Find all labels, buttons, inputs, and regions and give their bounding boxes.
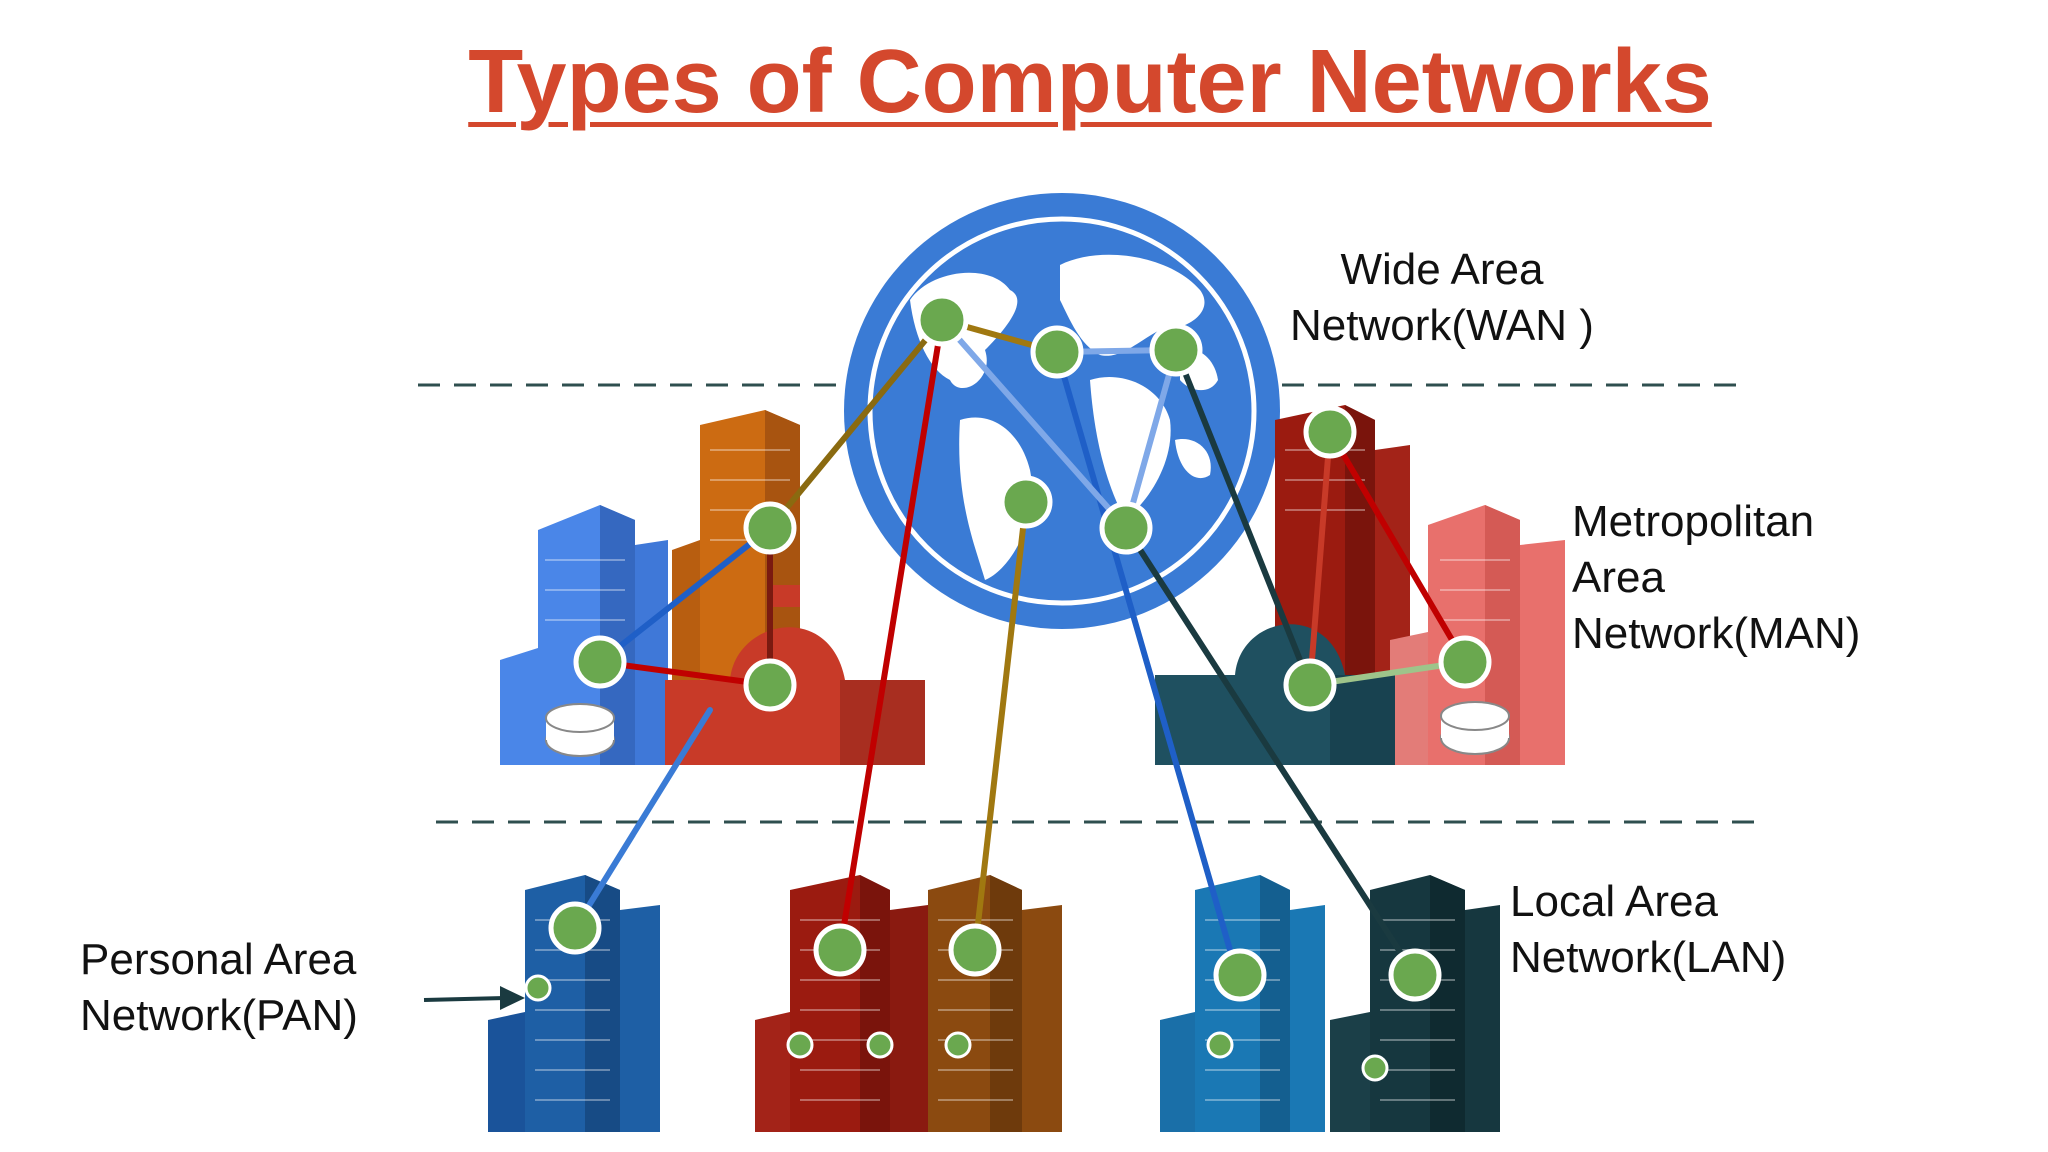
node-icon	[524, 974, 552, 1002]
node-icon	[915, 293, 969, 347]
node-icon	[1149, 323, 1203, 377]
link-lan	[972, 499, 1029, 953]
router-icon	[545, 703, 615, 757]
pan-label-line2: Network(PAN)	[80, 991, 358, 1040]
page-title: Types of Computer Networks	[468, 32, 1712, 132]
router-icon	[1440, 701, 1510, 755]
globe-icon	[844, 193, 1280, 629]
node-icon	[1388, 948, 1442, 1002]
man-left-buildings	[500, 410, 925, 765]
link-man	[1307, 429, 1333, 688]
man-label-line2: Area	[1572, 553, 1665, 602]
pan-label: Personal Area Network(PAN)	[80, 932, 358, 1044]
node-icon	[999, 475, 1053, 529]
node-icon	[786, 1031, 814, 1059]
lan-building-cyan	[1160, 875, 1325, 1132]
building-icon	[1390, 505, 1565, 765]
man-label: Metropolitan Area Network(MAN)	[1572, 494, 1860, 662]
lan-building-red	[755, 875, 928, 1132]
link-man	[767, 317, 945, 531]
link-man	[1173, 347, 1313, 688]
wan-label: Wide Area Network(WAN )	[1290, 242, 1594, 354]
node-icon	[1213, 948, 1267, 1002]
building-icon	[1155, 624, 1395, 765]
arrow-icon	[423, 986, 525, 1010]
pan-label-line1: Personal Area	[80, 935, 357, 984]
node-icon	[1303, 405, 1357, 459]
wan-label-line2: Network(WAN )	[1290, 301, 1594, 350]
building-windows	[535, 449, 1510, 1101]
link-lan	[572, 707, 713, 931]
node-icon	[866, 1031, 894, 1059]
network-nodes	[524, 293, 1492, 1082]
link-man	[1123, 347, 1179, 531]
man-label-line1: Metropolitan	[1572, 497, 1815, 546]
node-icon	[573, 635, 627, 689]
node-icon	[1099, 501, 1153, 555]
lan-label-line1: Local Area	[1510, 877, 1718, 926]
link-lan	[837, 317, 945, 953]
node-icon	[1030, 325, 1084, 379]
building-icon	[500, 505, 668, 765]
node-icon	[548, 901, 602, 955]
node-icon	[1438, 635, 1492, 689]
wan-label-line1: Wide Area	[1340, 245, 1544, 294]
lan-label-line2: Network(LAN)	[1510, 933, 1787, 982]
node-icon	[813, 923, 867, 977]
man-label-line3: Network(MAN)	[1572, 609, 1861, 658]
node-icon	[948, 923, 1002, 977]
link-lan	[1054, 349, 1233, 953]
link-lan	[939, 317, 1129, 531]
lan-label: Local Area Network(LAN)	[1510, 874, 1786, 986]
node-icon	[944, 1031, 972, 1059]
node-icon	[1283, 658, 1337, 712]
lan-building-brown	[928, 875, 1062, 1132]
link-man	[597, 525, 773, 665]
lan-building-dark	[1330, 875, 1500, 1132]
link-lan	[1123, 525, 1418, 978]
node-icon	[1206, 1031, 1234, 1059]
node-icon	[743, 658, 797, 712]
link-man	[1327, 429, 1468, 665]
link-man	[597, 659, 773, 688]
node-icon	[1361, 1054, 1389, 1082]
node-icon	[743, 501, 797, 555]
